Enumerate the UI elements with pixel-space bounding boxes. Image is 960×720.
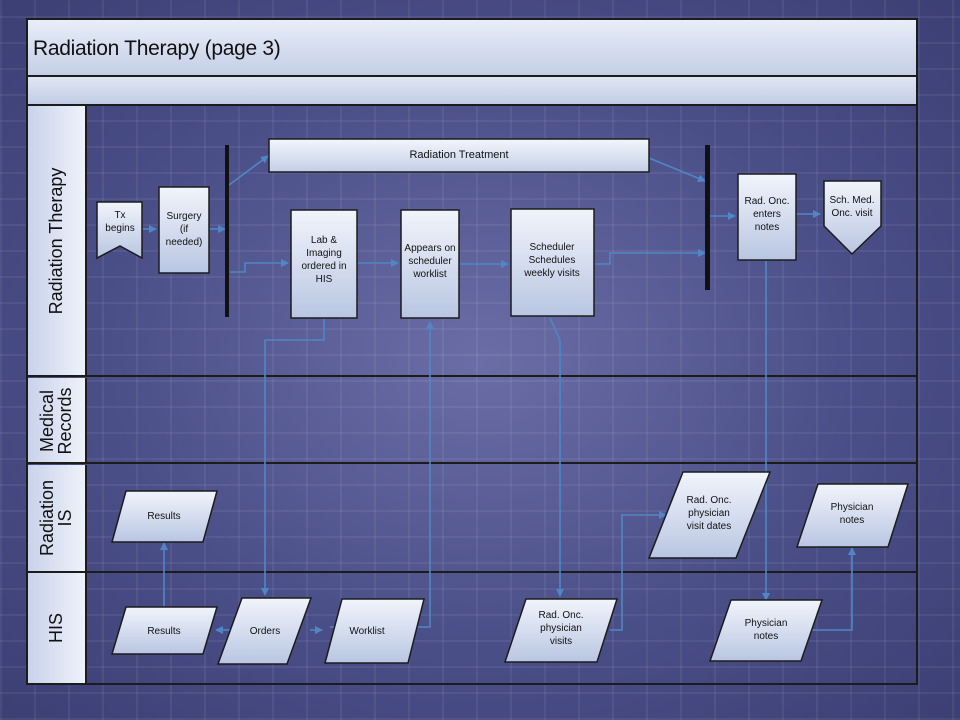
node-worklist-his: Worklist (324, 598, 425, 664)
page-title: Radiation Therapy (page 3) (33, 37, 281, 60)
lane-header-his: HIS (27, 573, 87, 683)
connector-visits-to-visit-dates (610, 511, 667, 631)
svg-text:Results: Results (147, 626, 180, 637)
connectors (142, 155, 856, 634)
svg-text:Sch. Med.Onc. visit: Sch. Med.Onc. visit (829, 195, 874, 219)
node-orders-his: Orders (216, 597, 313, 665)
node-radiation-treatment: Radiation Treatment (268, 138, 650, 173)
lane-header-radiation-therapy: Radiation Therapy (27, 106, 87, 376)
node-sch-med-onc-visit: Sch. Med.Onc. visit (823, 180, 882, 256)
connector-split-to-treatment (228, 155, 269, 186)
connector-scheduler-to-visits (549, 317, 564, 597)
svg-text:Orders: Orders (250, 626, 281, 637)
lane-header-radiation-is: Radiation IS (27, 465, 87, 571)
join-bar (705, 145, 710, 290)
node-results-ris: Results (111, 490, 218, 543)
connector-scheduler-to-join (595, 249, 706, 265)
connector-notes-his-to-notes-ris (812, 547, 856, 631)
lane-header-medical-records: Medical Records (27, 378, 87, 463)
svg-text:Worklist: Worklist (349, 626, 385, 637)
lane-divider (27, 571, 917, 573)
svg-text:Results: Results (147, 511, 180, 522)
lane-divider (27, 462, 917, 464)
fork-bar (225, 145, 229, 317)
swimlane-frame (26, 18, 918, 685)
connector-split-to-lab (230, 259, 289, 273)
title-bar: Radiation Therapy (page 3) (27, 19, 917, 77)
node-results-his: Results (110, 606, 219, 655)
connector-treatment-to-join (648, 157, 706, 183)
connector-lab-to-orders (261, 319, 325, 596)
header-band (27, 77, 917, 106)
svg-text:Radiation Treatment: Radiation Treatment (409, 149, 508, 161)
lane-divider (27, 375, 917, 377)
